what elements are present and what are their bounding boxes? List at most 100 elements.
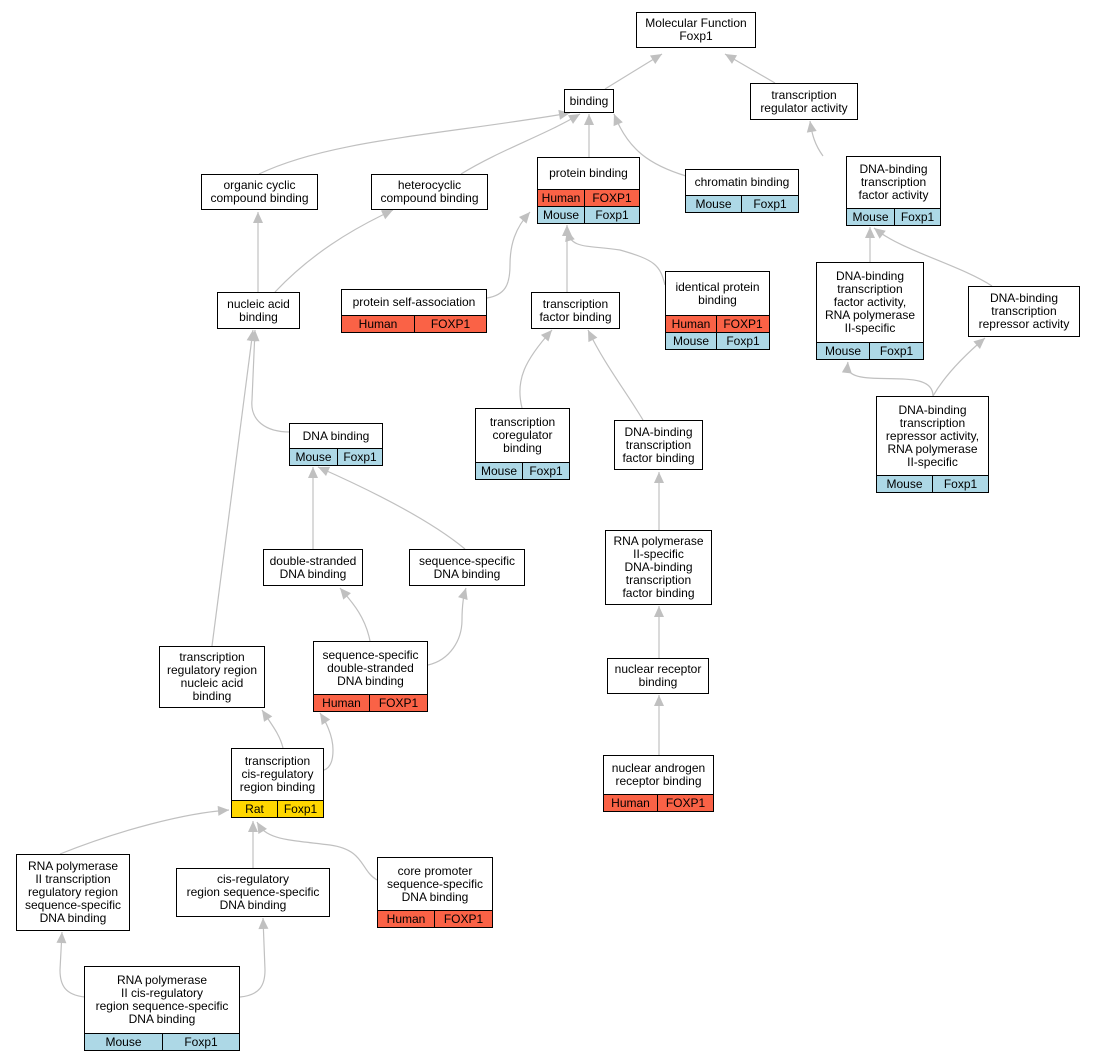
go-term-label: RNA polymerase II cis-regulatory region … — [95, 973, 229, 1026]
go-term-label: transcription cis-regulatory region bind… — [239, 754, 316, 794]
gene-cell: FOXP1 — [665, 796, 706, 810]
arrowhead — [380, 210, 393, 220]
annotation-row: Human FOXP1 — [538, 189, 639, 206]
arrowhead — [262, 710, 273, 722]
edge — [211, 329, 254, 647]
go-term-label: RNA polymerase II transcription regulato… — [24, 859, 122, 925]
edge — [460, 113, 581, 175]
arrowhead — [257, 822, 267, 835]
go-term-label: double-stranded DNA binding — [269, 553, 357, 581]
gene-cell: Foxp1 — [879, 344, 914, 358]
gene-cell: Foxp1 — [595, 208, 629, 222]
gene-cell: FOXP1 — [592, 191, 632, 205]
go-term-node: RNA polymerase II transcription regulato… — [16, 854, 130, 931]
go-term-node: double-stranded DNA binding — [263, 549, 363, 586]
go-term-label: DNA-binding transcription repressor acti… — [978, 291, 1070, 331]
go-term-label: RNA polymerase II-specific DNA-binding t… — [613, 534, 704, 600]
go-term-node: binding — [564, 89, 614, 113]
arrowhead — [258, 918, 269, 930]
go-term-label: DNA-binding transcription repressor acti… — [885, 402, 980, 469]
arrowhead — [584, 114, 594, 125]
arrowhead — [613, 114, 623, 127]
go-term-label: sequence-specific double-stranded DNA bi… — [322, 647, 419, 688]
species-cell: Mouse — [686, 196, 742, 212]
go-term-node: transcription factor binding — [531, 292, 620, 329]
edge — [239, 917, 266, 998]
go-term-label: binding — [569, 93, 609, 108]
arrowhead — [540, 330, 552, 342]
go-term-label: nuclear receptor binding — [614, 662, 702, 689]
edge — [873, 227, 993, 287]
go-term-label: chromatin binding — [694, 175, 790, 189]
edge — [846, 361, 934, 397]
go-term-label: identical protein binding — [675, 279, 760, 307]
arrowhead — [654, 472, 664, 483]
annotation-row: Human FOXP1 — [604, 794, 713, 811]
go-term-node: organic cyclic compound binding — [201, 174, 318, 210]
gene-cell: Foxp1 — [726, 334, 760, 348]
arrowhead — [588, 330, 598, 343]
arrowhead — [340, 588, 351, 600]
species-cell: Human — [604, 795, 658, 811]
go-term-label: nucleic acid binding — [227, 296, 290, 324]
edge — [587, 329, 644, 421]
gene-cell: Foxp1 — [343, 450, 377, 464]
go-term-label: transcription coregulator binding — [489, 415, 556, 455]
go-term-label: protein self-association — [352, 295, 476, 309]
arrowhead — [874, 228, 886, 239]
go-term-node: sequence-specific double-stranded DNA bi… — [313, 641, 428, 712]
go-term-node: transcription regulator activity — [750, 83, 858, 120]
edge — [251, 329, 291, 433]
arrowhead — [567, 114, 580, 124]
species-cell: Mouse — [877, 476, 933, 492]
go-term-label: sequence-specific DNA binding — [418, 553, 516, 581]
go-term-node: transcription cis-regulatory region bind… — [231, 748, 324, 818]
edge — [274, 209, 394, 293]
go-term-node: core promoter sequence-specific DNA bind… — [377, 857, 493, 928]
species-cell: Mouse — [666, 333, 717, 349]
arrowhead — [458, 588, 468, 600]
gene-cell: Foxp1 — [900, 210, 935, 224]
go-term-node: DNA-binding transcription repressor acti… — [968, 286, 1080, 337]
species-cell: Human — [378, 911, 435, 927]
go-term-label: transcription factor binding — [539, 296, 612, 324]
arrowhead — [518, 212, 530, 224]
edge — [613, 113, 687, 177]
arrowhead — [865, 227, 875, 238]
species-cell: Mouse — [817, 343, 870, 359]
gene-cell: FOXP1 — [430, 317, 471, 331]
go-term-node: cis-regulatory region sequence-specific … — [176, 868, 330, 917]
go-term-node: RNA polymerase II-specific DNA-binding t… — [605, 530, 712, 605]
go-term-node: DNA-binding transcription factor activit… — [846, 156, 941, 226]
edge — [519, 329, 553, 409]
arrowhead — [565, 230, 575, 242]
go-term-label: transcription regulatory region nucleic … — [166, 650, 258, 703]
edge — [59, 809, 230, 855]
annotation-row: Mouse Foxp1 — [666, 332, 769, 349]
go-term-label: Molecular Function Foxp1 — [645, 16, 747, 43]
edge — [256, 821, 378, 881]
arrowhead — [253, 212, 263, 223]
go-term-label: heterocyclic compound binding — [380, 178, 479, 205]
gene-cell: Foxp1 — [283, 802, 318, 816]
species-cell: Human — [538, 190, 585, 206]
go-term-node: nucleic acid binding — [217, 292, 300, 329]
edge — [566, 229, 666, 286]
go-term-label: transcription regulator activity — [760, 87, 848, 115]
go-term-node: RNA polymerase II cis-regulatory region … — [84, 966, 240, 1051]
